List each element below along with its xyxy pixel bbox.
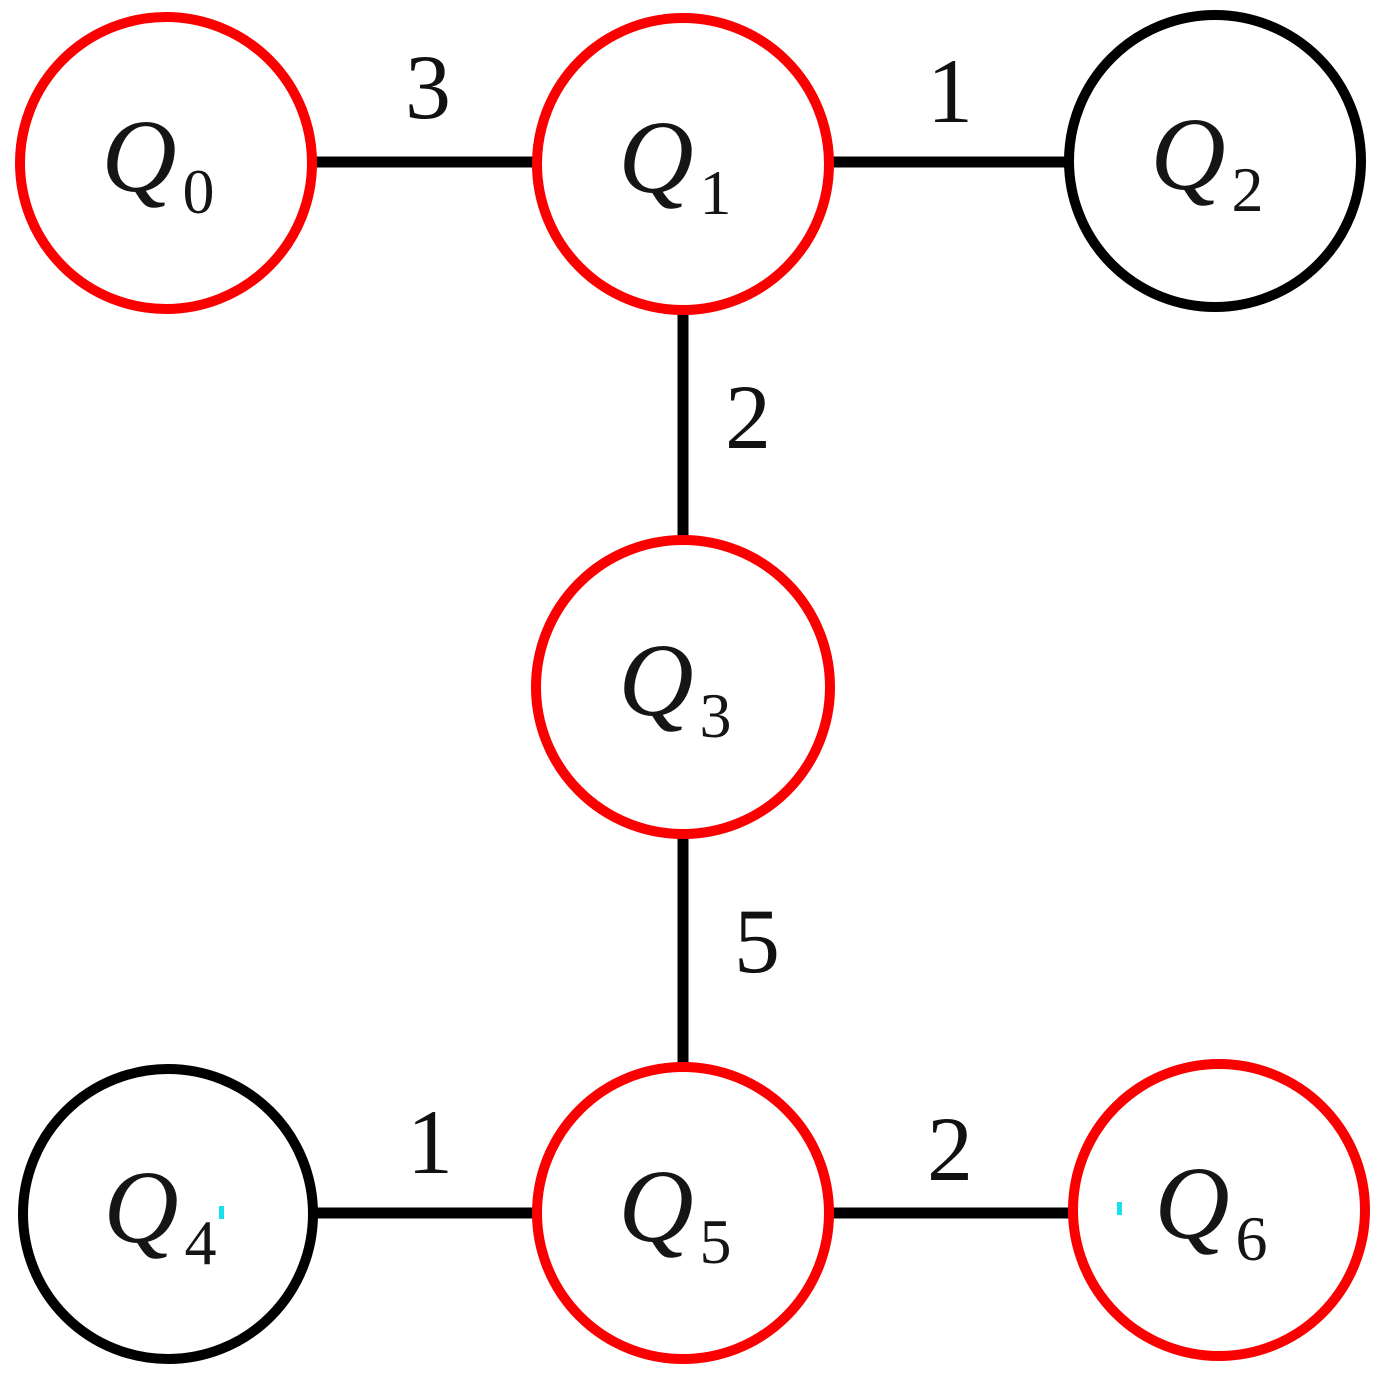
artifact-speck-2: [1117, 1202, 1122, 1215]
node-circle-q4[interactable]: [18, 1064, 318, 1364]
edge-weight-label-q4-q5: 1: [407, 1091, 453, 1193]
edge-weight-label-q1-q3: 2: [725, 366, 771, 468]
node-label-base-q4: Q: [103, 1150, 178, 1265]
graph-node-q0[interactable]: Q0: [15, 12, 317, 314]
node-label-q4: Q4: [103, 1150, 216, 1278]
edges-layer: [312, 156, 1073, 1219]
edge-weight-label-q1-q2: 1: [927, 40, 973, 142]
graph-node-q4[interactable]: Q4: [18, 1064, 318, 1364]
node-circle-q0[interactable]: [15, 12, 317, 314]
node-circle-q1[interactable]: [532, 13, 834, 315]
node-label-q0: Q0: [101, 99, 214, 227]
node-label-subscript-q5: 5: [700, 1206, 732, 1277]
node-label-q6: Q6: [1154, 1146, 1267, 1274]
artifact-speck-1: [219, 1206, 224, 1219]
node-label-q3: Q3: [618, 623, 731, 751]
edge-weight-label-q0-q1: 3: [405, 36, 451, 138]
graph-node-q1[interactable]: Q1: [532, 13, 834, 315]
node-label-subscript-q2: 2: [1232, 154, 1264, 225]
graph-node-q6[interactable]: Q6: [1068, 1059, 1370, 1361]
node-label-base-q3: Q: [618, 623, 693, 738]
edge-weight-label-q3-q5: 5: [734, 890, 780, 992]
edge-weight-label-q5-q6: 2: [927, 1098, 973, 1200]
edge-labels-layer: 3 1 2 5 1 2: [405, 36, 973, 1200]
node-label-base-q0: Q: [101, 99, 176, 214]
graph-node-q5[interactable]: Q5: [532, 1062, 834, 1364]
node-label-base-q2: Q: [1150, 97, 1225, 212]
node-circle-q2[interactable]: [1064, 10, 1366, 312]
node-label-subscript-q4: 4: [185, 1207, 217, 1278]
node-circle-q5[interactable]: [532, 1062, 834, 1364]
node-label-q2: Q2: [1150, 97, 1263, 225]
node-label-base-q6: Q: [1154, 1146, 1229, 1261]
node-circle-q6[interactable]: [1068, 1059, 1370, 1361]
node-label-q1: Q1: [618, 100, 731, 228]
node-label-subscript-q3: 3: [700, 680, 732, 751]
node-label-q5: Q5: [618, 1149, 731, 1277]
node-label-subscript-q0: 0: [183, 156, 215, 227]
graph-node-q3[interactable]: Q3: [531, 535, 835, 839]
node-label-subscript-q1: 1: [700, 157, 732, 228]
graph-node-q2[interactable]: Q2: [1064, 10, 1366, 312]
node-label-subscript-q6: 6: [1236, 1203, 1268, 1274]
node-label-base-q1: Q: [618, 100, 693, 215]
node-circle-q3[interactable]: [531, 535, 835, 839]
node-label-base-q5: Q: [618, 1149, 693, 1264]
